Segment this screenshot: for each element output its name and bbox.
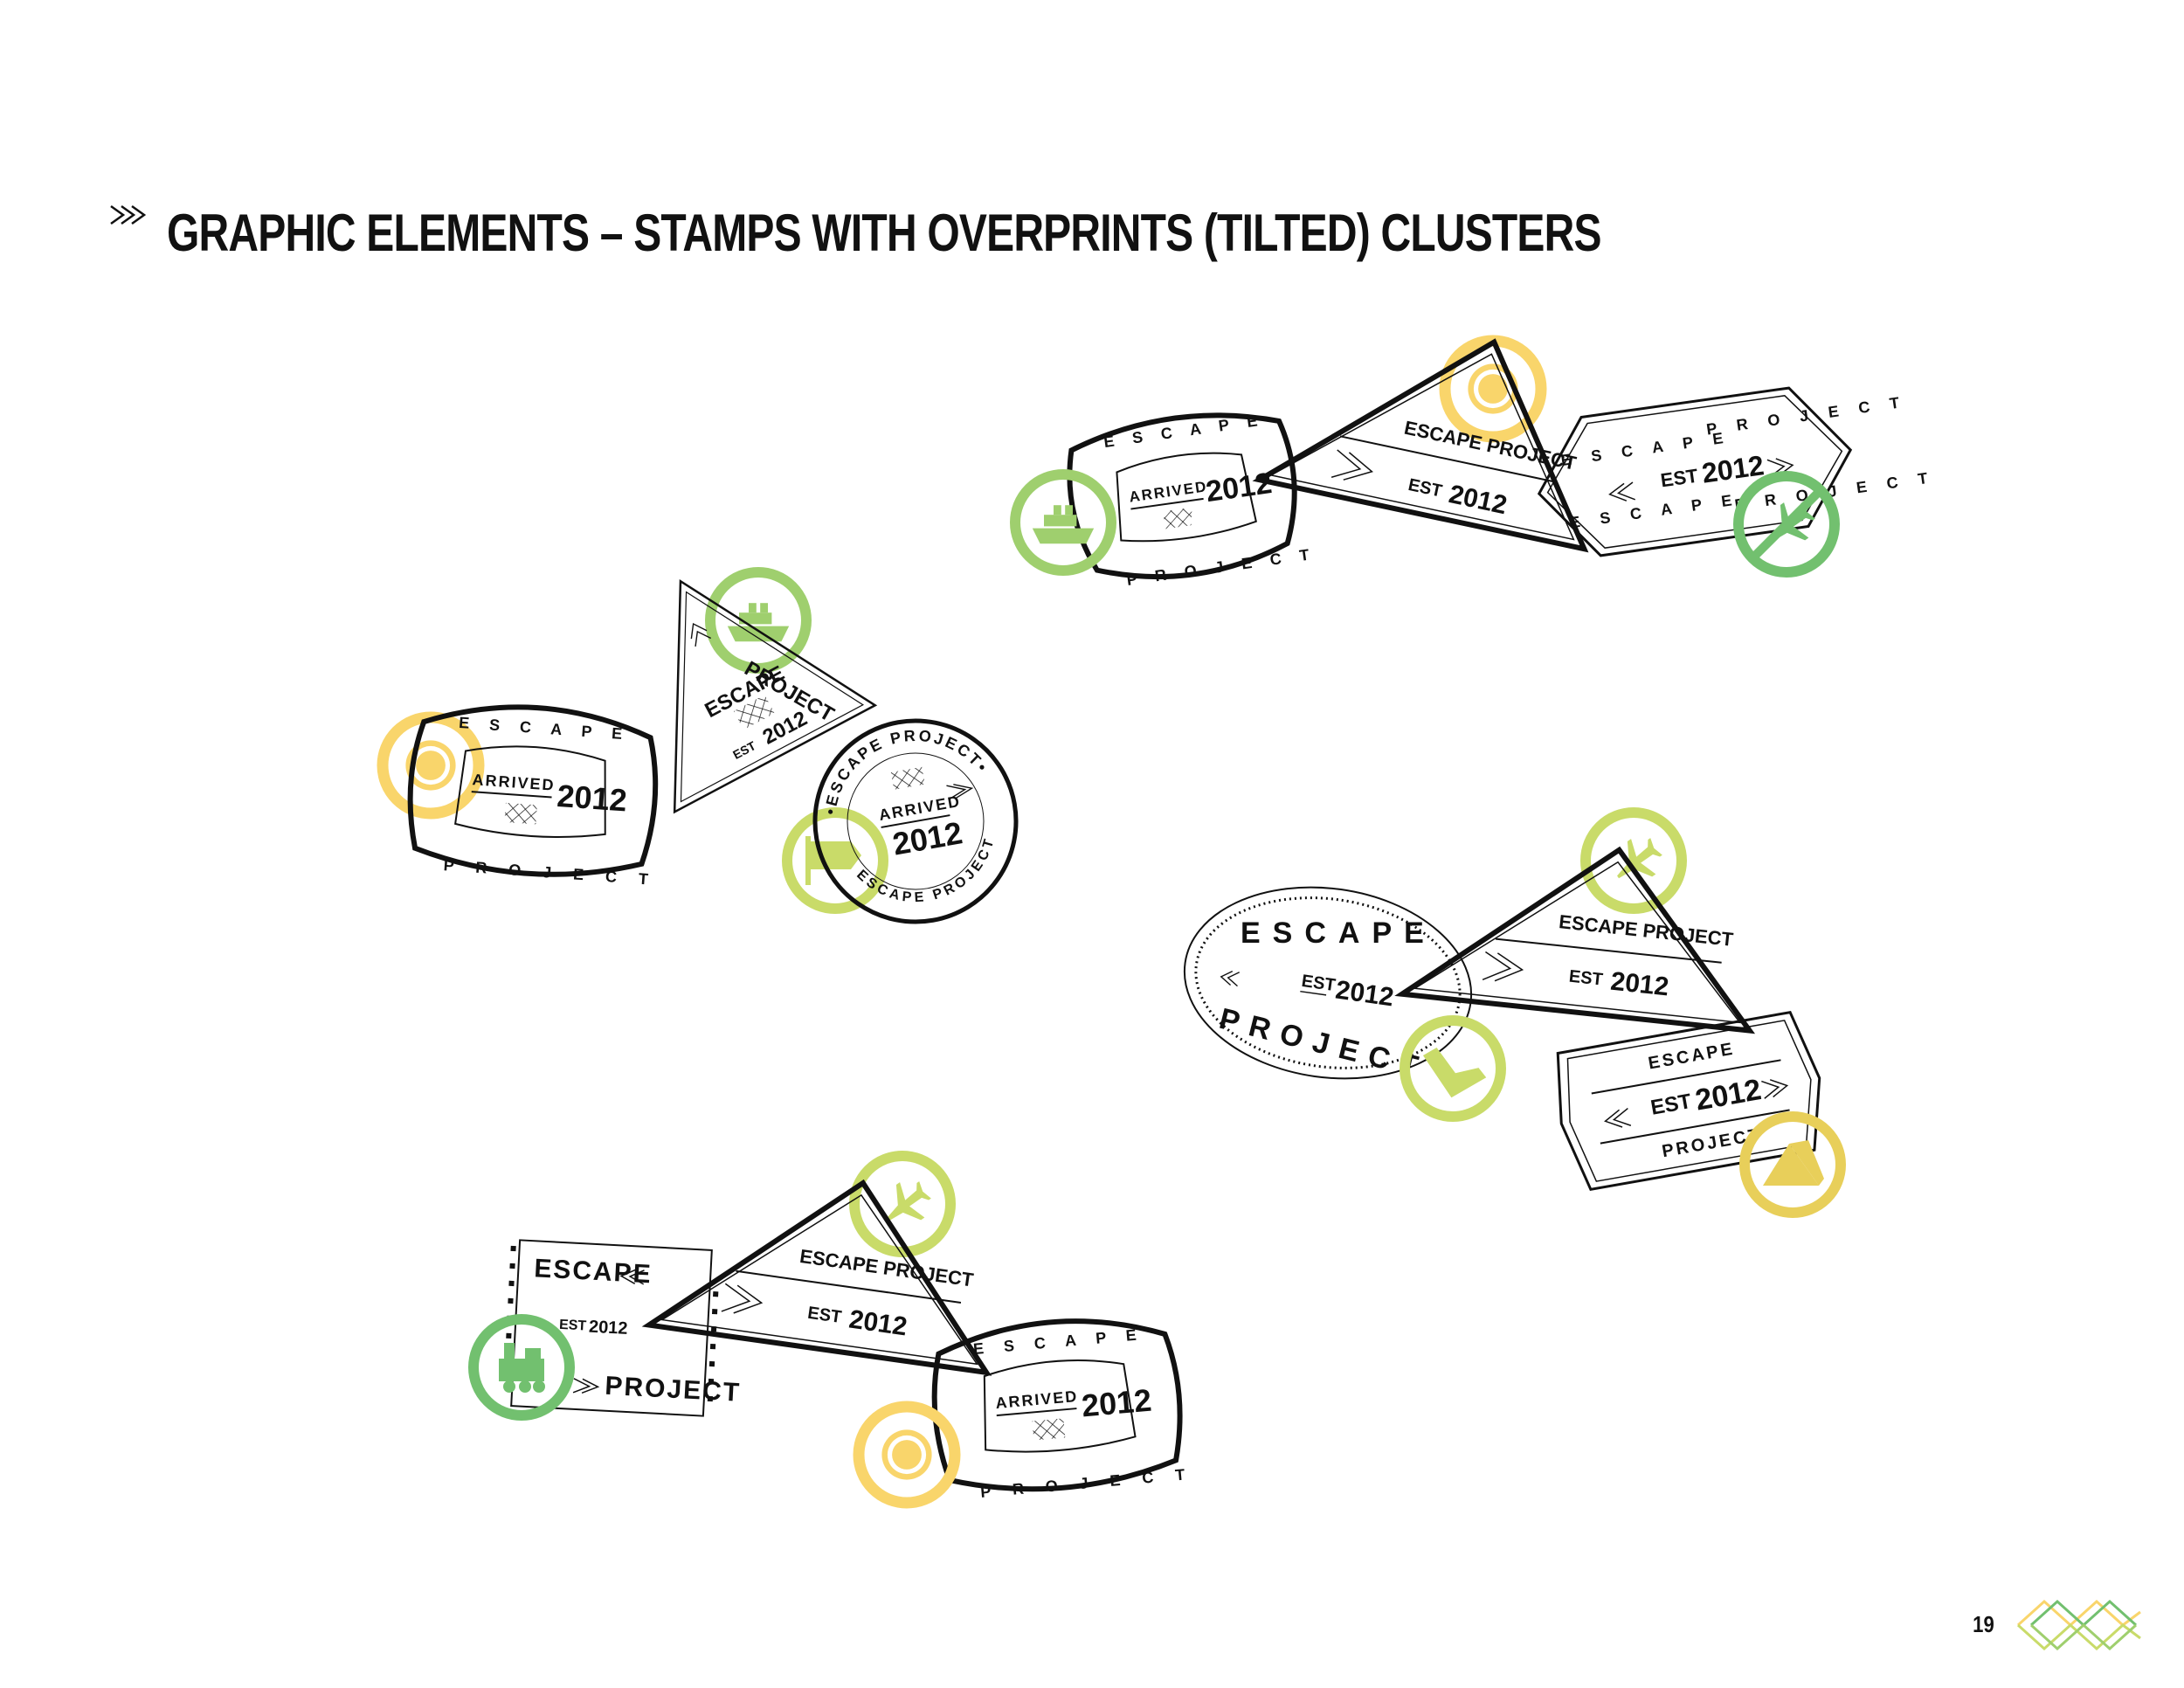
sun-overprint-icon (853, 1401, 961, 1509)
ship-overprint-icon (1010, 469, 1116, 576)
cluster-bottom: ESCAPE EST 2012 PROJECT ESCAPE PROJECT (468, 1151, 1195, 1509)
arrived-stamp: E S C A P E P R O J E C T ARRIVED 2012 (407, 704, 659, 889)
svg-text:2012: 2012 (1609, 967, 1670, 1002)
svg-text:P R O J E C T: P R O J E C T (1125, 545, 1317, 589)
page-number: 19 (1973, 1611, 1994, 1637)
svg-text:ESCAPE: ESCAPE (1647, 1039, 1737, 1073)
page-title: GRAPHIC ELEMENTS – STAMPS WITH OVERPRINT… (167, 204, 1602, 262)
arrived-stamp: E S C A P E P R O J E C T ARRIVED 2012 (931, 1318, 1195, 1501)
svg-text:EST: EST (1568, 967, 1604, 990)
svg-text:EST: EST (559, 1318, 587, 1334)
svg-text:2012: 2012 (1693, 1073, 1764, 1117)
svg-text:PROJECT: PROJECT (1216, 1002, 1432, 1086)
boot-overprint-icon (1400, 1015, 1506, 1122)
svg-text:ARRIVED: ARRIVED (995, 1387, 1079, 1412)
svg-text:ARRIVED: ARRIVED (472, 771, 556, 794)
svg-text:ESCAPE PROJECT: ESCAPE PROJECT (1402, 417, 1579, 474)
svg-text:ESCAPE: ESCAPE (1241, 917, 1436, 950)
svg-text:P R O J E C T: P R O J E C T (980, 1465, 1195, 1501)
svg-text:2012: 2012 (588, 1318, 628, 1339)
svg-text:EST: EST (1659, 465, 1699, 492)
svg-text:P R O J E C T: P R O J E C T (1705, 393, 1908, 439)
circle-stamp: •ESCAPE PROJECT• ESCAPE PROJECT ARRIVED … (809, 714, 1019, 924)
svg-text:EST: EST (1406, 475, 1444, 502)
triangle-stamp: ESCAPE PROJECT EST 2012 (641, 1179, 992, 1376)
svg-text:2012: 2012 (556, 778, 628, 818)
svg-text:2012: 2012 (1080, 1382, 1152, 1424)
svg-text:EST: EST (1648, 1090, 1693, 1120)
cluster-top-right: E S C A P E P R O J E C T ARRIVED 2012 E… (1010, 335, 1937, 589)
tent-overprint-icon (1739, 1111, 1846, 1218)
flag-overprint-icon (782, 807, 888, 914)
rectangle-stamp: ESCAPE EST 2012 PROJECT (505, 1239, 742, 1417)
svg-text:EST: EST (730, 738, 758, 762)
svg-text:2012: 2012 (847, 1305, 909, 1342)
plane-overprint-icon (1580, 807, 1687, 914)
cluster-left-middle: E S C A P E P R O J E C T ARRIVED 2012 E… (377, 567, 1019, 924)
triple-chevron-icon (110, 204, 147, 225)
svg-text:PROJECT: PROJECT (605, 1372, 742, 1408)
plane-overprint-icon (849, 1151, 956, 1257)
plane-overprint-icon (1733, 471, 1840, 578)
train-overprint-icon (468, 1314, 575, 1421)
svg-text:2012: 2012 (1334, 975, 1396, 1012)
svg-text:2012: 2012 (890, 814, 965, 861)
svg-text:EST: EST (1300, 972, 1337, 995)
diamond-lattice-logo (2016, 1599, 2141, 1651)
svg-text:EST: EST (806, 1304, 843, 1327)
svg-text:2012: 2012 (1204, 467, 1274, 508)
svg-text:E S C A P E: E S C A P E (1568, 490, 1740, 531)
svg-text:ARRIVED: ARRIVED (1128, 478, 1208, 505)
svg-text:P R O J E C T: P R O J E C T (443, 856, 658, 889)
ship-overprint-icon (705, 567, 812, 674)
cluster-right-middle: ESCAPE PROJECT EST 2012 ESCAPE PROJECT E… (1183, 807, 1846, 1218)
svg-text:ESCAPE PROJECT: ESCAPE PROJECT (1558, 910, 1735, 951)
svg-text:ESCAPE: ESCAPE (534, 1254, 653, 1289)
